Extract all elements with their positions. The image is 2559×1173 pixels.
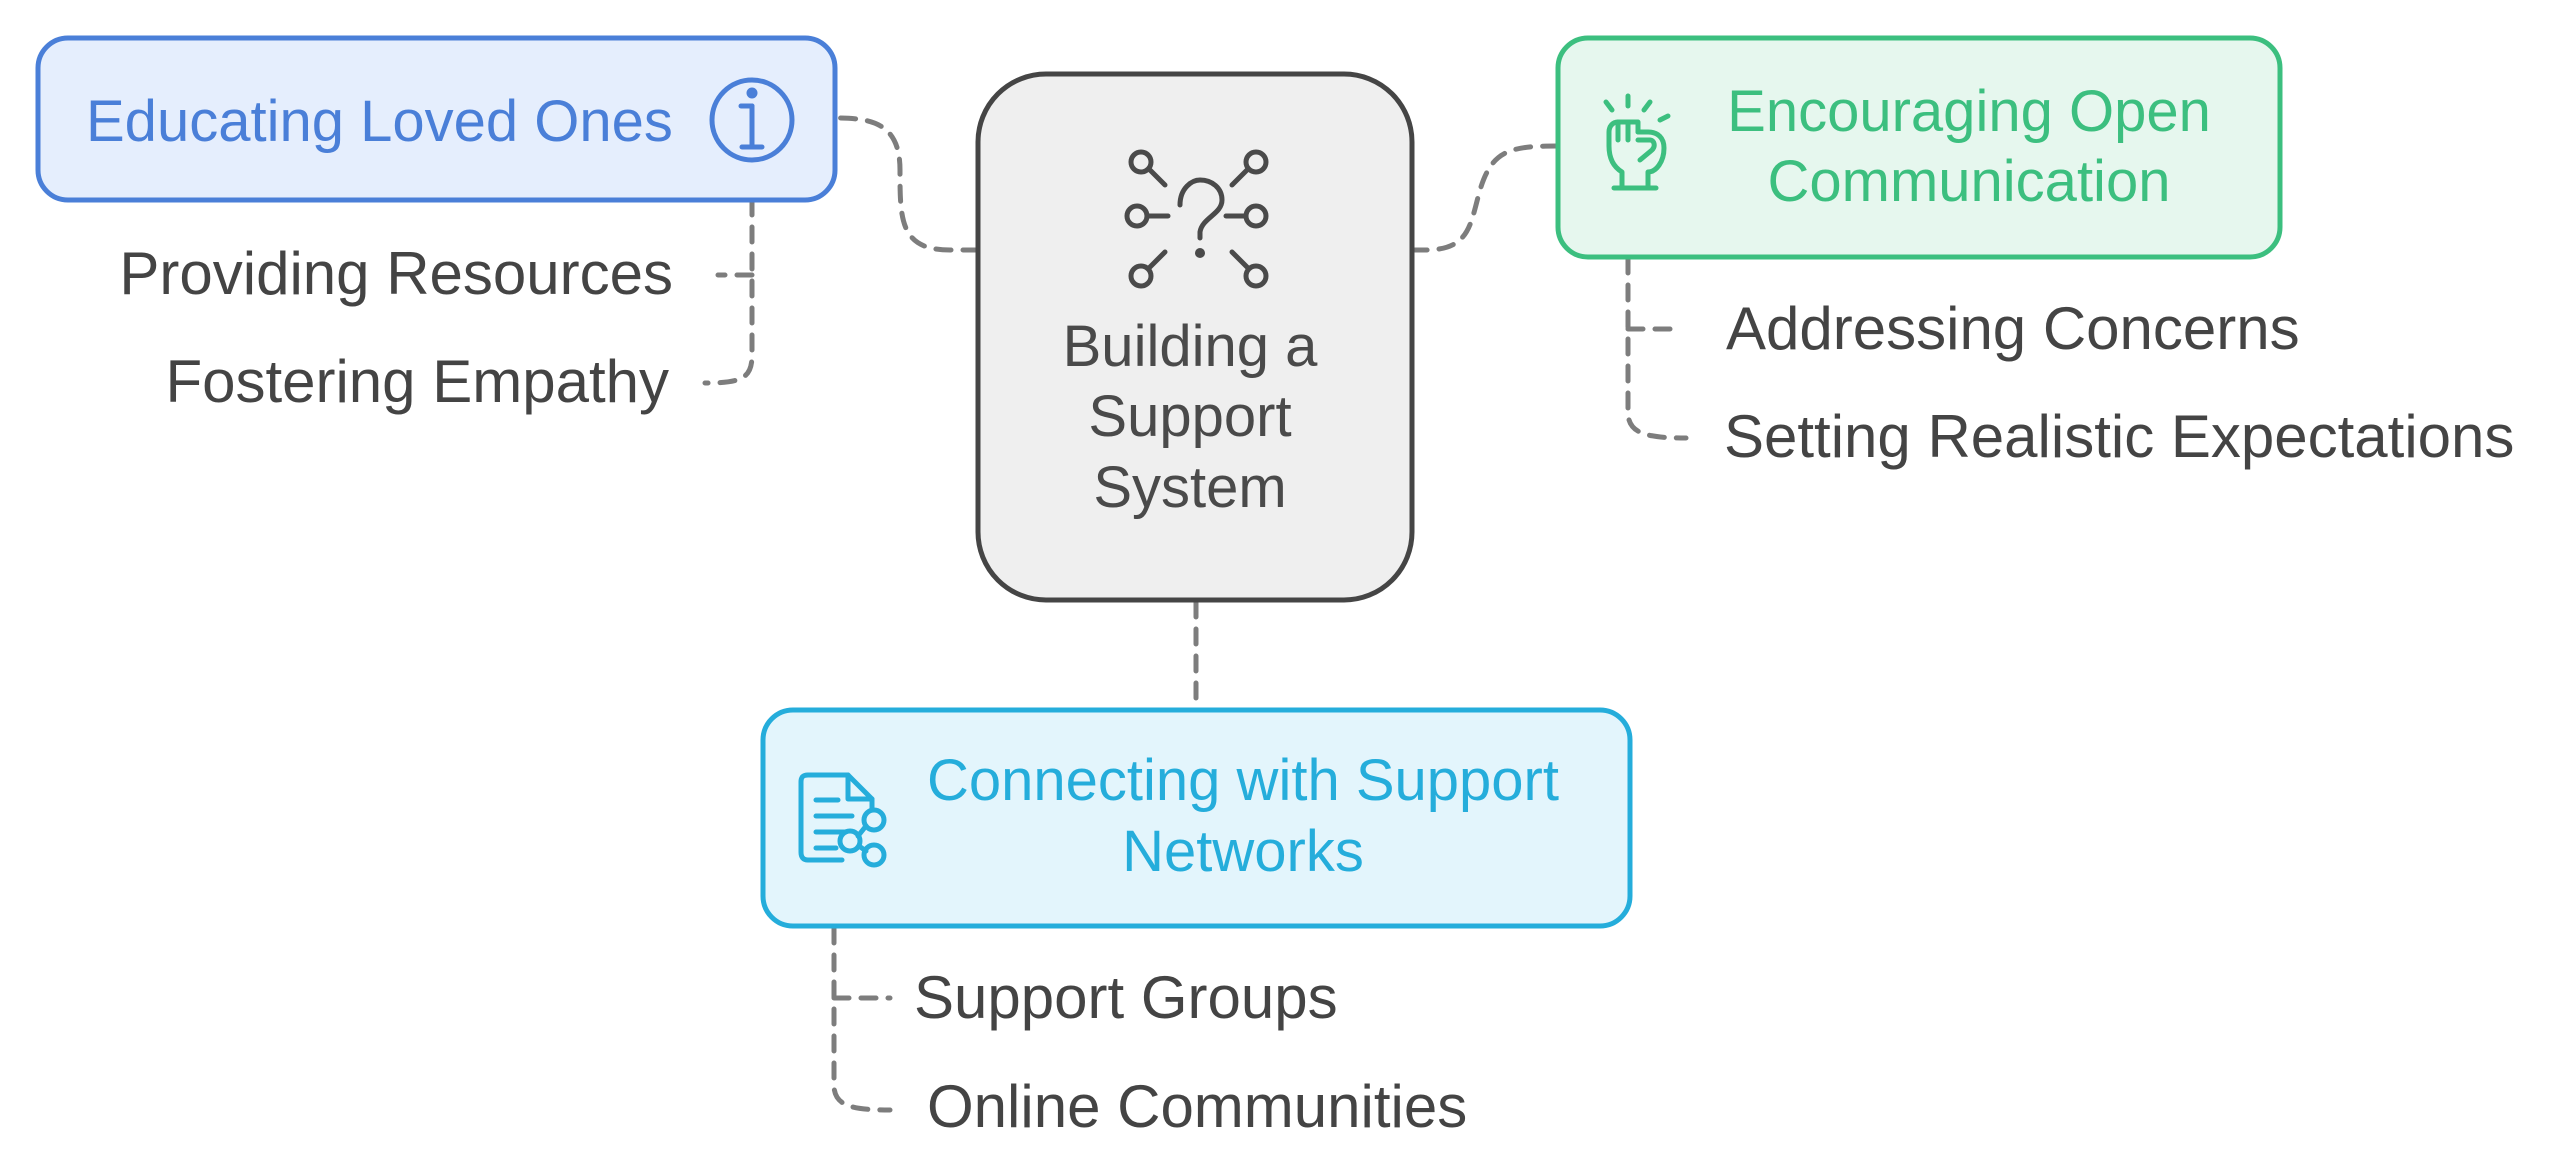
leaf-addressing-concerns: Addressing Concerns	[1726, 295, 2300, 362]
connectors	[702, 115, 1689, 1113]
center-label-line-1: Building a	[1063, 314, 1318, 379]
branch-educating-label: Educating Loved Ones	[86, 89, 673, 154]
branch-connecting-label-line-1: Connecting with Support	[927, 748, 1559, 813]
question-network-icon	[1124, 149, 1269, 289]
leaf-setting-realistic-expectations: Setting Realistic Expectations	[1724, 403, 2514, 470]
center-node-box	[975, 71, 1415, 603]
branch-encouraging-label-line-2: Communication	[1768, 149, 2171, 214]
center-label-line-2: Support	[1088, 384, 1291, 449]
connector-center-educating	[832, 115, 981, 253]
leaf-support-groups: Support Groups	[914, 964, 1338, 1031]
branch-encouraging-open-communication: Encouraging Open Communication Addressin…	[1555, 35, 2514, 470]
center-node: Building a Support System	[975, 71, 1415, 603]
connector-connecting-children	[831, 925, 893, 1113]
branch-educating-loved-ones: Educating Loved Ones Providing Resources…	[35, 35, 838, 415]
branch-encouraging-label-line-1: Encouraging Open	[1727, 79, 2211, 144]
branch-educating-box	[35, 35, 838, 203]
branch-connecting-with-support-networks: Connecting with Support Networks Support…	[760, 707, 1633, 1140]
shared-document-icon	[798, 772, 887, 868]
center-label-line-3: System	[1093, 455, 1286, 520]
connector-center-encouraging	[1409, 143, 1561, 253]
connector-educating-children	[702, 197, 755, 386]
raised-fist-icon	[1603, 93, 1671, 191]
info-icon	[709, 77, 795, 163]
branch-connecting-label-line-2: Networks	[1122, 819, 1364, 884]
leaf-online-communities: Online Communities	[927, 1073, 1467, 1140]
branch-encouraging-box	[1555, 35, 2283, 260]
branch-connecting-box	[760, 707, 1633, 929]
leaf-providing-resources: Providing Resources	[119, 240, 673, 307]
leaf-fostering-empathy: Fostering Empathy	[165, 348, 669, 415]
connector-encouraging-children	[1625, 255, 1689, 441]
